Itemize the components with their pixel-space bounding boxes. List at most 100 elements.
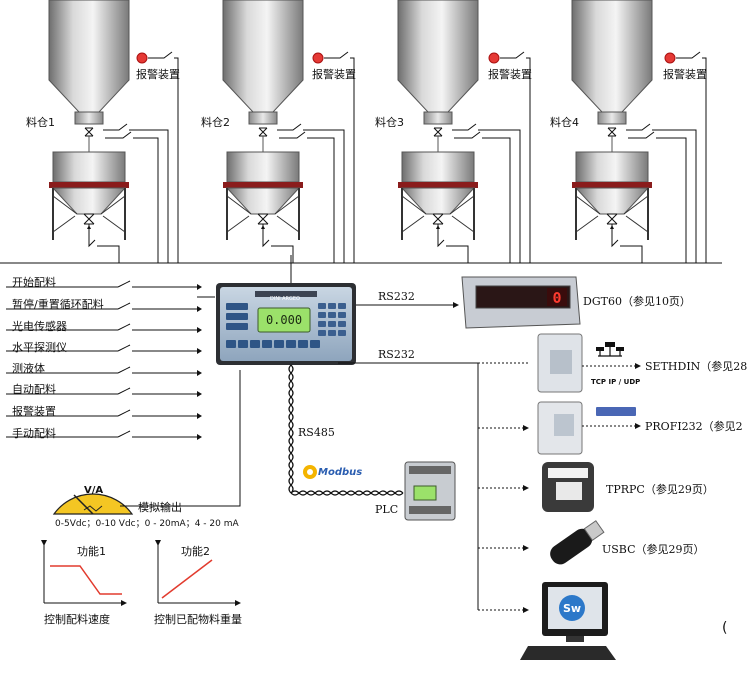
input-label-start: 开始配料 <box>12 276 56 289</box>
controller-display-value: 0.000 <box>266 313 302 327</box>
input-label-pause-reset: 暂停/重置循环配料 <box>12 298 104 311</box>
controller-key <box>318 303 326 309</box>
rs485-label: RS485 <box>298 426 335 439</box>
valve-icon <box>432 213 444 225</box>
controller-key <box>286 340 296 348</box>
input-label-liquid: 测液体 <box>12 362 45 375</box>
function2-graph <box>155 540 241 606</box>
silo-label-3: 料仓3 <box>375 116 404 129</box>
silo-2 <box>222 0 355 263</box>
controller-key <box>328 330 336 336</box>
input-line-2 <box>117 302 131 310</box>
analog-output-ranges: 0-5Vdc；0-10 Vdc；0 - 20mA；4 - 20 mA <box>55 519 239 529</box>
input-line-5 <box>117 366 131 374</box>
input-line-8 <box>117 430 131 438</box>
valve-icon <box>258 127 268 137</box>
controller-brand: DINI ARGEO <box>270 296 300 302</box>
controller-display <box>257 307 311 333</box>
modbus-label: Modbus <box>318 467 363 478</box>
controller-key <box>310 340 320 348</box>
silo-3 <box>397 0 531 263</box>
input-label-manual: 手动配料 <box>12 427 56 440</box>
input-label-auto: 自动配料 <box>12 383 56 396</box>
dgt60-label: DGT60（参见10页） <box>583 295 691 308</box>
sethdin-module <box>537 333 641 393</box>
input-label-level-probe: 水平探测仪 <box>12 341 67 354</box>
function1-graph <box>41 540 127 606</box>
controller-key <box>226 313 248 320</box>
pc-computer <box>520 582 616 660</box>
alarm-light-icon <box>664 52 676 64</box>
input-lines <box>6 280 211 440</box>
arrow-icon <box>197 391 202 397</box>
dgt60-display-device <box>461 276 581 329</box>
input-line-6 <box>117 387 131 395</box>
plc-label: PLC <box>375 503 399 516</box>
rs232-label-1: RS232 <box>378 290 415 303</box>
sethdin-protocol: TCP IP / UDP <box>591 378 641 386</box>
alarm-light-icon <box>488 52 500 64</box>
silo-1 <box>48 0 179 263</box>
controller-key <box>250 340 260 348</box>
valve-icon <box>83 213 95 225</box>
controller-key <box>318 330 326 336</box>
rs232-label-2: RS232 <box>378 348 415 361</box>
controller-key <box>226 323 248 330</box>
valve-icon <box>606 213 618 225</box>
controller-key <box>338 321 346 327</box>
arrow-icon <box>197 434 202 440</box>
analog-output-title: 模拟输出 <box>138 501 182 514</box>
valve-icon <box>607 127 617 137</box>
valve-icon <box>257 213 269 225</box>
function2-caption: 控制已配物料重量 <box>154 613 242 626</box>
analog-output-meter <box>52 493 134 515</box>
tprpc-label: TPRPC（参见29页） <box>606 483 714 496</box>
input-line-7 <box>117 409 131 417</box>
meter-label: V/A <box>84 485 104 496</box>
dgt60-display-value: 0 <box>552 289 561 307</box>
input-line-4 <box>117 344 131 352</box>
function-graphs <box>41 540 241 606</box>
rs485-cable <box>288 364 404 496</box>
silo-label-1: 料仓1 <box>26 116 55 129</box>
rs485-wire <box>290 492 404 496</box>
alarm-label-4: 报警装置 <box>663 68 707 81</box>
tprpc-printer <box>542 462 594 512</box>
arrow-icon <box>197 284 202 290</box>
function1-curve <box>50 565 122 595</box>
profi232-label: PROFI232（参见2 <box>645 420 743 433</box>
controller-key <box>328 303 336 309</box>
controller-key <box>274 340 284 348</box>
input-line-3 <box>117 323 131 331</box>
controller-key <box>318 312 326 318</box>
usbc-usb-key <box>550 520 605 565</box>
controller-key <box>238 340 248 348</box>
alarm-label-1: 报警装置 <box>136 68 180 81</box>
function2-curve <box>161 559 213 599</box>
alarm-light-icon <box>312 52 324 64</box>
alarm-label-2: 报警装置 <box>312 68 356 81</box>
pc-logo-text: Sw <box>563 602 581 615</box>
arrow-icon <box>197 413 202 419</box>
silo-4 <box>571 0 707 263</box>
controller-key <box>328 312 336 318</box>
modbus-logo <box>303 465 317 479</box>
weighing-controller <box>216 283 356 365</box>
arrow-icon <box>197 327 202 333</box>
function1-title: 功能1 <box>77 545 106 558</box>
controller-key <box>338 303 346 309</box>
controller-key <box>318 321 326 327</box>
function1-caption: 控制配料速度 <box>44 613 110 626</box>
arrow-icon <box>197 348 202 354</box>
silos <box>48 0 707 263</box>
controller-key <box>226 303 248 310</box>
silo-label-2: 料仓2 <box>201 116 230 129</box>
plc-unit <box>404 461 456 521</box>
arrow-icon <box>197 306 202 312</box>
sethdin-label: SETHDIN（参见28 <box>645 360 747 373</box>
controller-key <box>262 340 272 348</box>
input-label-alarm: 报警装置 <box>12 405 56 418</box>
input-label-photocell: 光电传感器 <box>12 320 67 333</box>
silo-label-4: 料仓4 <box>550 116 579 129</box>
alarm-label-3: 报警装置 <box>488 68 532 81</box>
